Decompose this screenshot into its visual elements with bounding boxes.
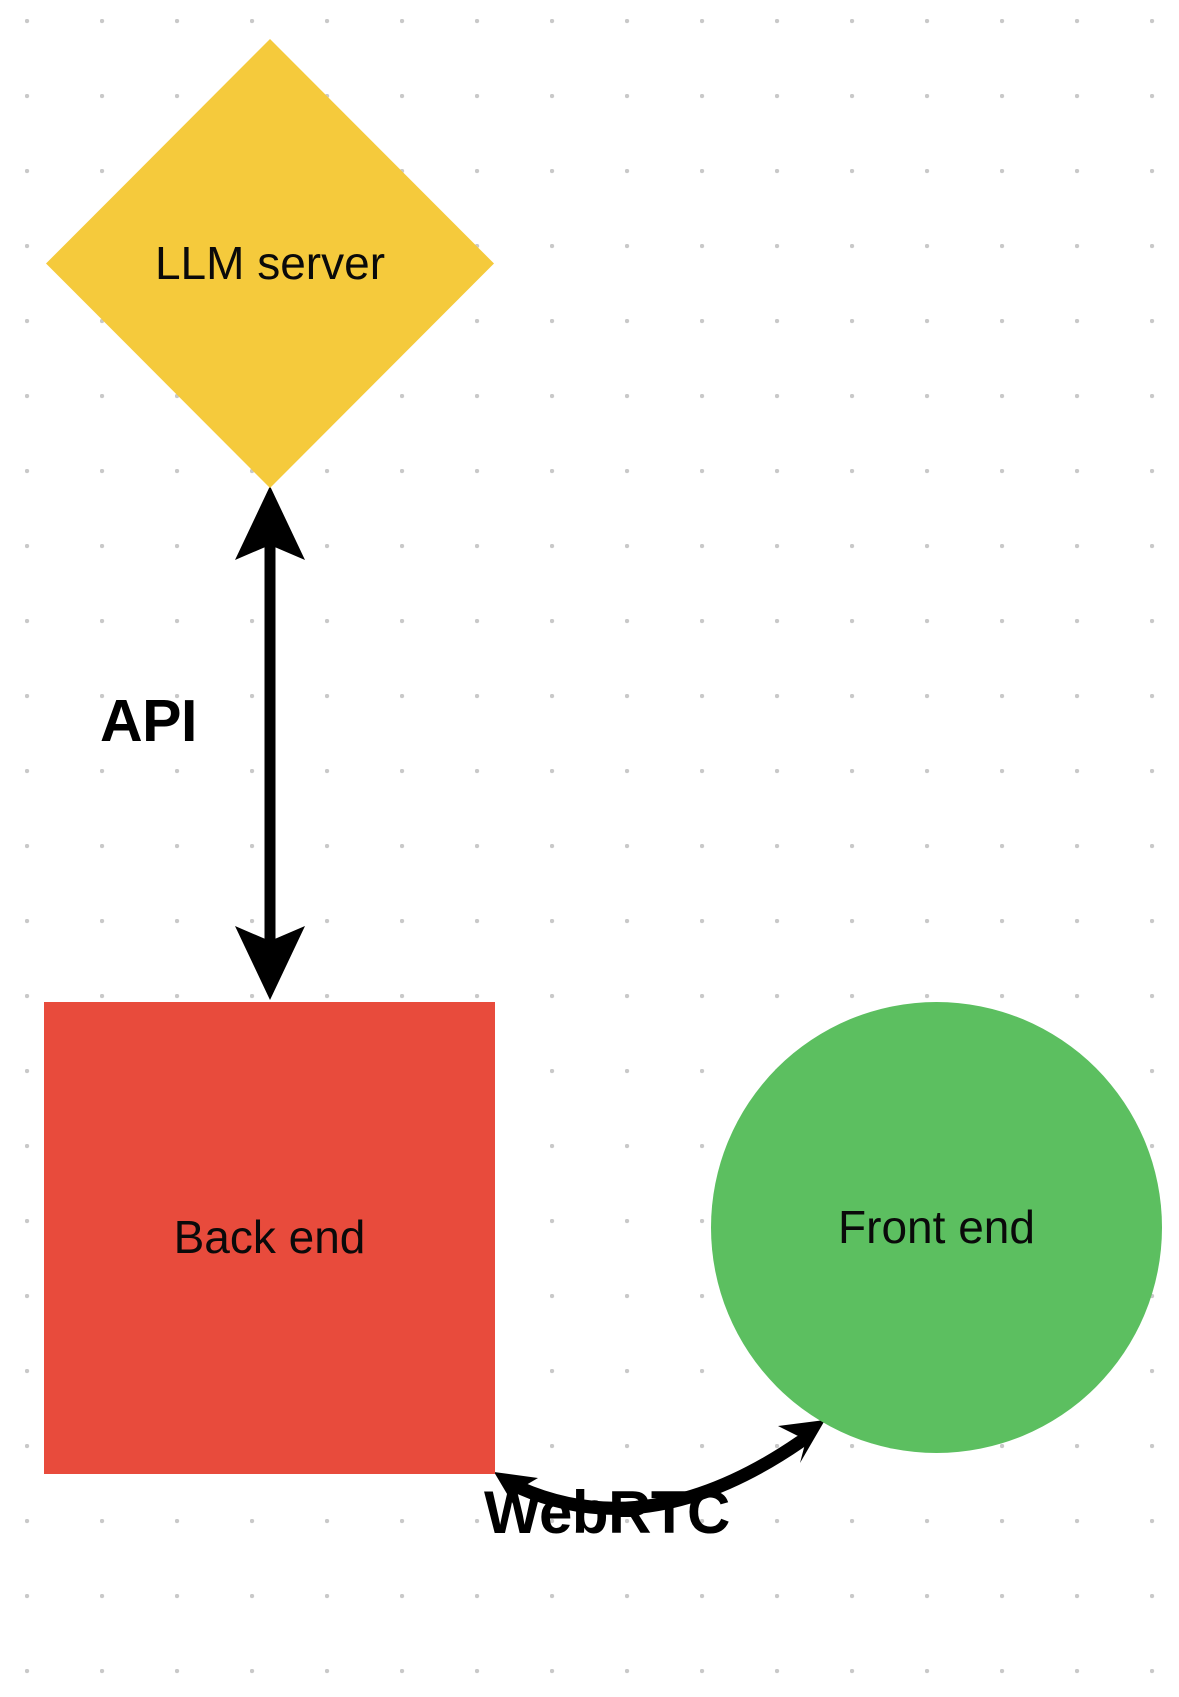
api-arrowhead-up <box>235 486 305 560</box>
node-llm-server[interactable]: LLM server <box>46 39 494 488</box>
diamond-shape-icon <box>46 39 494 488</box>
node-front-end[interactable]: Front end <box>711 1002 1162 1453</box>
node-back-end[interactable]: Back end <box>44 1002 495 1474</box>
rectangle-shape-icon <box>44 1002 495 1474</box>
api-arrowhead-down <box>235 926 305 1000</box>
edge-api[interactable] <box>235 486 305 1000</box>
edge-label-webrtc: WebRTC <box>484 1479 730 1546</box>
edge-label-api: API <box>100 688 197 754</box>
circle-shape-icon <box>711 1002 1162 1453</box>
